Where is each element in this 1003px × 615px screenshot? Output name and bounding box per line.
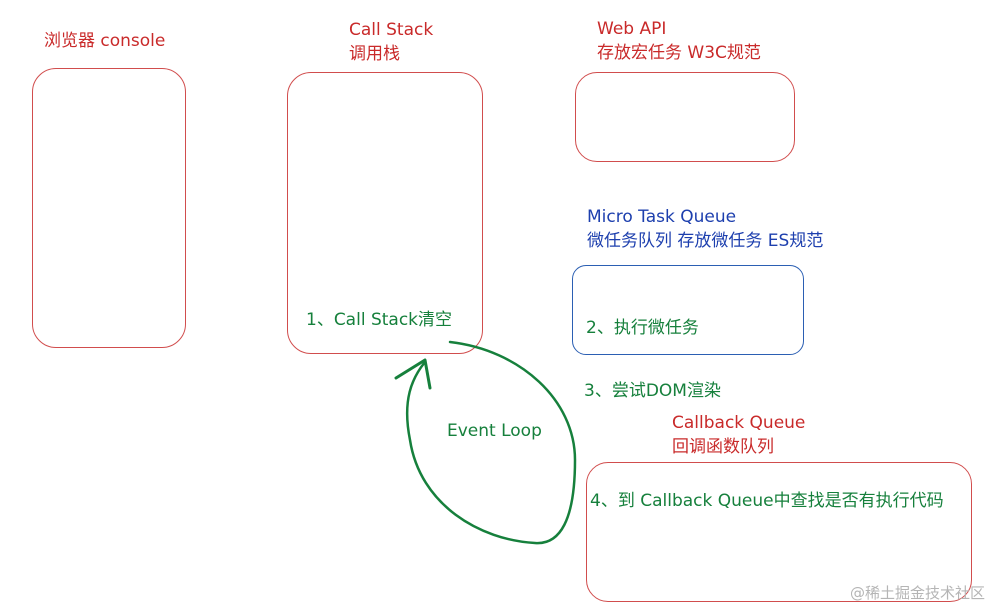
callback-queue-title: Callback Queue (672, 413, 806, 433)
micro-task-queue-box (572, 265, 804, 355)
callback-queue-box (586, 462, 972, 602)
callback-queue-subtitle: 回调函数队列 (672, 437, 774, 457)
step-1-call-stack-clear: 1、Call Stack清空 (306, 310, 453, 330)
event-loop-arrowhead (394, 358, 432, 390)
web-api-title: Web API (597, 19, 667, 39)
event-loop-curve (405, 340, 577, 545)
step-4-check-callback-queue: 4、到 Callback Queue中查找是否有执行代码 (590, 491, 944, 511)
call-stack-title: Call Stack (349, 20, 434, 40)
web-api-box (575, 72, 795, 162)
step-3-dom-render: 3、尝试DOM渲染 (584, 381, 721, 401)
step-2-run-microtasks: 2、执行微任务 (586, 318, 699, 338)
watermark: @稀土掘金技术社区 (849, 584, 985, 602)
call-stack-box (287, 72, 483, 354)
call-stack-subtitle: 调用栈 (349, 44, 400, 64)
console-box (32, 68, 186, 348)
event-loop-label: Event Loop (447, 421, 542, 441)
console-title: 浏览器 console (44, 31, 166, 51)
micro-task-queue-title: Micro Task Queue (587, 207, 737, 227)
micro-task-queue-subtitle: 微任务队列 存放微任务 ES规范 (587, 231, 824, 251)
web-api-subtitle: 存放宏任务 W3C规范 (597, 43, 761, 63)
